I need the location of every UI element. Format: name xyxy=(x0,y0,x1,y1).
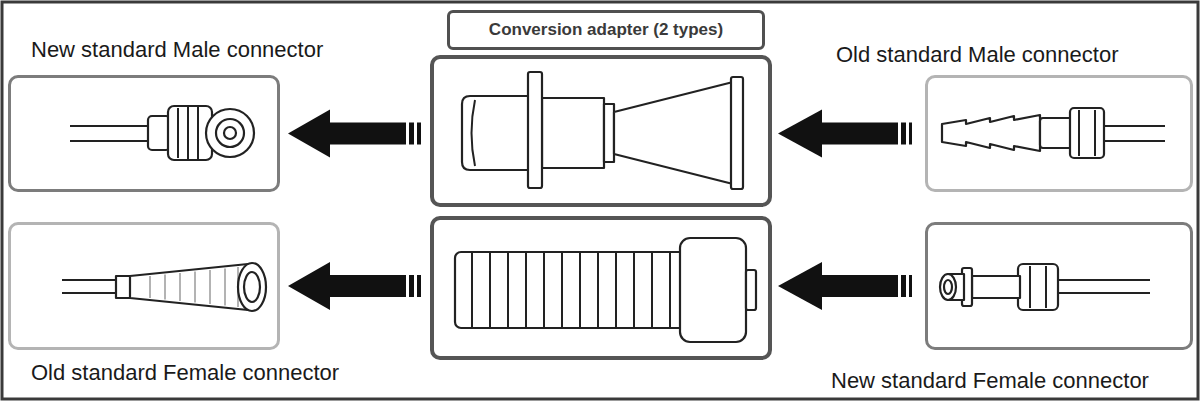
box-label: Conversion adapter (2 types) xyxy=(489,20,723,40)
adapter-rib xyxy=(615,252,617,328)
arrow-stripe xyxy=(414,270,417,302)
arrow-gap xyxy=(912,270,925,302)
arrow-stripe xyxy=(414,118,417,150)
connector-heading: Old standard Male connector xyxy=(836,42,1119,67)
adapter-rib xyxy=(543,252,545,328)
adapter-barrel xyxy=(462,96,530,170)
arrow-stripe xyxy=(406,270,409,302)
connector-heading: New standard Male connector xyxy=(31,37,323,62)
connector-face xyxy=(940,274,956,300)
connector-heading: Old standard Female connector xyxy=(31,360,339,385)
nut-ridge xyxy=(187,107,189,159)
arrow-gap xyxy=(421,270,431,302)
connector-bore xyxy=(944,280,952,294)
connector-body xyxy=(1040,118,1072,148)
adapter-panel xyxy=(432,57,770,205)
nut-ridge xyxy=(1094,110,1096,156)
adapter-rib xyxy=(561,252,563,328)
adapter-rib xyxy=(489,252,491,328)
connector-heading: New standard Female connector xyxy=(831,368,1149,393)
tube-line xyxy=(1102,140,1165,142)
connector-panel: Old standard Female connector xyxy=(8,222,280,350)
connector-panel: New standard Male connector xyxy=(8,75,280,192)
arrow-head xyxy=(778,262,822,310)
connector-face-ring xyxy=(216,119,244,147)
adapter-rib xyxy=(651,252,653,328)
connector-neck xyxy=(972,276,1020,298)
nut-ridge xyxy=(1045,266,1047,308)
female-adapter-drawing xyxy=(455,238,756,342)
tube-line xyxy=(1056,292,1150,294)
arrow-head xyxy=(288,262,330,310)
arrow-stripe xyxy=(906,118,909,150)
connector-hub xyxy=(148,116,170,150)
connector-nut xyxy=(1070,108,1104,158)
tapered-body xyxy=(130,264,248,310)
tube-line xyxy=(62,279,118,281)
adapter-rib xyxy=(669,252,671,328)
adapter-step xyxy=(604,104,614,162)
connector-bore xyxy=(244,272,260,302)
body-rib xyxy=(179,273,181,301)
adapter-barrel-edge xyxy=(472,100,476,166)
body-rib xyxy=(209,270,211,304)
connector-panel: New standard Female connector xyxy=(925,222,1193,350)
arrow-gap xyxy=(421,118,431,150)
connector-nut xyxy=(1018,264,1058,310)
body-rib xyxy=(149,276,151,298)
nut-ridge xyxy=(197,107,199,159)
barbed-tip xyxy=(942,115,1040,151)
nut-ridge xyxy=(177,108,179,158)
connector-mouth xyxy=(238,263,266,311)
adapter-nub xyxy=(746,270,756,310)
new-female-connector-drawing xyxy=(940,264,1150,310)
adapter-neck xyxy=(542,98,604,168)
tube-line xyxy=(1056,279,1150,281)
adapter-end-plate xyxy=(731,77,743,189)
arrow-stripe xyxy=(406,118,409,150)
adapter-rib xyxy=(507,252,509,328)
body-rib xyxy=(194,272,196,303)
adapter-rib xyxy=(597,252,599,328)
nut-ridge xyxy=(1029,266,1031,308)
old-female-connector-drawing xyxy=(62,263,266,311)
adapter-panel xyxy=(432,218,770,358)
adapter-flange xyxy=(528,72,542,188)
adapter-cone xyxy=(614,82,733,184)
new-male-connector-drawing xyxy=(70,106,254,160)
arrow-head xyxy=(288,110,330,158)
connector-face xyxy=(206,109,254,157)
adapter-rib xyxy=(579,252,581,328)
body-rib xyxy=(224,269,226,306)
adapter-rib xyxy=(633,252,635,328)
adapter-rib xyxy=(525,252,527,328)
arrow-stripe xyxy=(906,270,909,302)
arrow-stripe xyxy=(898,118,901,150)
tube-line xyxy=(62,292,118,294)
connector-panel: Old standard Male connector xyxy=(925,75,1193,192)
tube-line xyxy=(70,140,150,142)
adapter-rib xyxy=(471,252,473,328)
adapter-cylinder xyxy=(680,238,746,342)
connector-bore xyxy=(224,127,236,139)
arrow-head xyxy=(778,110,822,158)
male-adapter-drawing xyxy=(462,72,743,189)
arrow-stripe xyxy=(898,270,901,302)
label-box: Conversion adapter (2 types) xyxy=(447,10,765,50)
tube-line xyxy=(70,125,150,127)
nut-ridge xyxy=(1078,110,1080,156)
old-male-connector-drawing xyxy=(942,108,1165,158)
adapter-bellows xyxy=(455,252,685,328)
body-rib xyxy=(164,275,166,300)
arrow-gap xyxy=(912,118,925,150)
tube-line xyxy=(1102,125,1165,127)
